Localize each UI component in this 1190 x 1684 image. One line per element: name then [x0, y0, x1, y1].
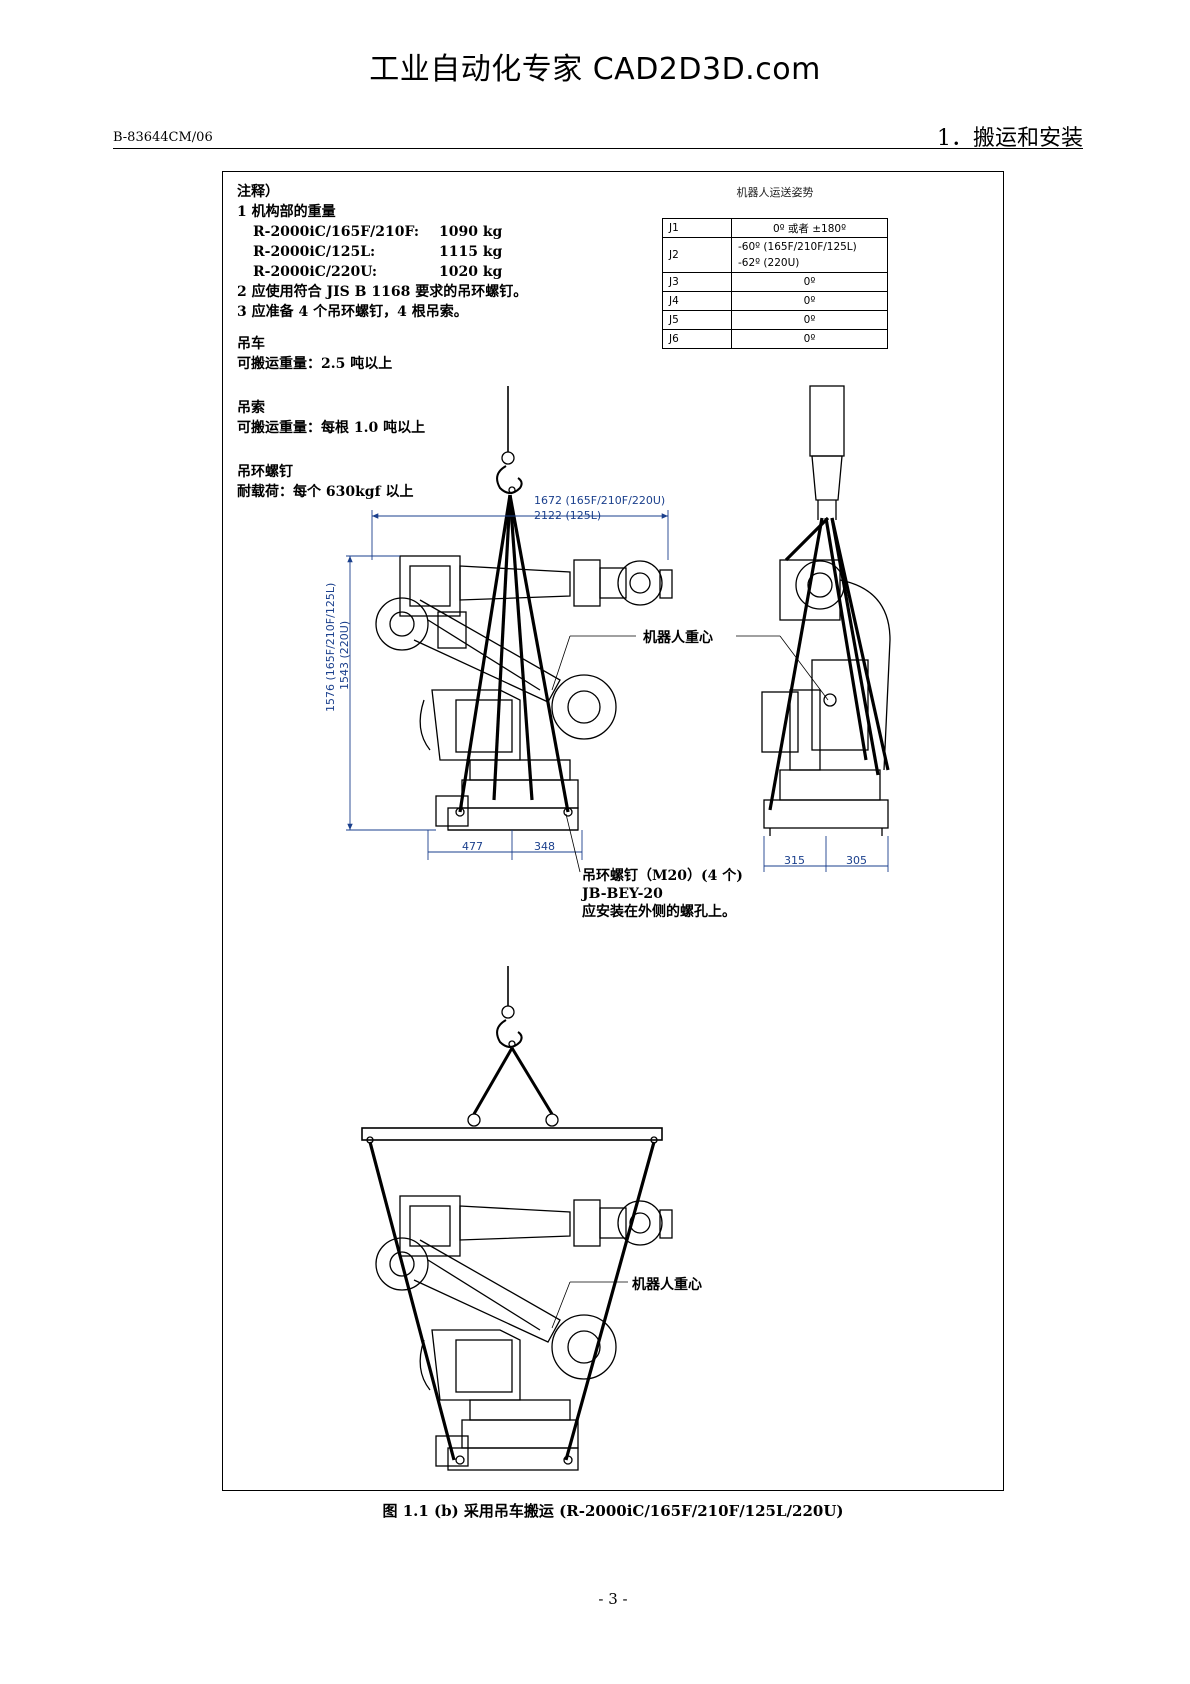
eyebolt-pointer — [565, 813, 581, 873]
front-view-robot — [375, 386, 673, 831]
weight-row: R-2000iC/220U: 1020 kg — [237, 262, 597, 282]
weight-row: R-2000iC/125L: 1115 kg — [237, 242, 597, 262]
weight-value: 1115 kg — [439, 244, 503, 260]
weight-value: 1090 kg — [439, 224, 503, 240]
table-row: J5 0º — [662, 310, 888, 330]
crane-capacity: 可搬运重量：2.5 吨以上 — [237, 356, 393, 372]
table-row: J4 0º — [662, 291, 888, 311]
dim-height-b: 1543 (220U) — [338, 621, 351, 690]
cog-label-beam: 机器人重心 — [632, 1277, 702, 1293]
base-dimension — [427, 830, 583, 860]
dim-width-b: 2122 (125L) — [534, 509, 601, 522]
weight-row: R-2000iC/165F/210F: 1090 kg — [237, 222, 597, 242]
side-view-robot — [761, 385, 891, 836]
chapter-title: 1．搬运和安装 — [937, 126, 1083, 151]
weight-model: R-2000iC/125L: — [253, 244, 376, 260]
document-id: B-83644CM/06 — [113, 130, 213, 145]
dim-side-right: 305 — [846, 854, 867, 867]
width-dimension — [371, 510, 669, 560]
figure-frame — [222, 171, 1004, 1491]
weight-model: R-2000iC/220U: — [253, 264, 378, 280]
eyebolt-line-2: JB-BEY-20 — [582, 886, 663, 902]
note-1: 1 机构部的重量 — [237, 204, 336, 220]
cog-label-front: 机器人重心 — [643, 630, 713, 646]
attitude-title: 机器人运送姿势 — [736, 186, 814, 199]
page-number: - 3 - — [598, 1590, 628, 1608]
cog-pointer — [551, 1281, 571, 1329]
table-row: J3 0º — [662, 272, 888, 292]
sling-capacity: 可搬运重量：每根 1.0 吨以上 — [237, 420, 426, 436]
height-dimension — [346, 555, 436, 831]
dim-height-a: 1576 (165F/210F/125L) — [324, 583, 337, 712]
angle-cell: 0º 或者 ±180º — [731, 218, 888, 238]
angle-cell: -60º (165F/210F/125L) -62º (220U) — [731, 237, 888, 273]
beam-view-robot — [361, 966, 673, 1471]
angle-line: -62º (220U) — [738, 257, 800, 269]
dim-base-right: 348 — [534, 840, 555, 853]
eyebolt-title: 吊环螺钉 — [237, 464, 293, 480]
note-3: 3 应准备 4 个吊环螺钉，4 根吊索。 — [237, 304, 468, 320]
header-rule — [113, 148, 1083, 149]
table-row: J2 -60º (165F/210F/125L) -62º (220U) — [662, 237, 888, 273]
attitude-table: J1 0º 或者 ±180º J2 -60º (165F/210F/125L) … — [662, 218, 888, 349]
angle-cell: 0º — [731, 329, 888, 349]
notes-block: 注释） 1 机构部的重量 R-2000iC/165F/210F: 1090 kg… — [237, 182, 597, 502]
notes-title: 注释） — [237, 184, 279, 200]
figure-caption: 图 1.1 (b) 采用吊车搬运 (R-2000iC/165F/210F/125… — [382, 1502, 844, 1520]
cog-pointer — [779, 635, 829, 701]
eyebolt-line-1: 吊环螺钉（M20）(4 个) — [582, 868, 743, 884]
dim-width-a: 1672 (165F/210F/220U) — [534, 494, 665, 507]
cog-pointer — [551, 635, 571, 691]
watermark: 工业自动化专家 CAD2D3D.com — [369, 52, 821, 87]
note-2: 2 应使用符合 JIS B 1168 要求的吊环螺钉。 — [237, 284, 528, 300]
side-dimension — [763, 836, 889, 872]
weight-model: R-2000iC/165F/210F: — [253, 224, 420, 240]
eyebolt-label: 吊环螺钉（M20）(4 个) JB-BEY-20 应安装在外侧的螺孔上。 — [582, 867, 743, 921]
axis-cell: J6 — [662, 329, 732, 349]
dim-side-left: 315 — [784, 854, 805, 867]
crane-title: 吊车 — [237, 336, 265, 352]
table-row: J6 0º — [662, 329, 888, 349]
dim-base-left: 477 — [462, 840, 483, 853]
eyebolt-load: 耐载荷：每个 630kgf 以上 — [237, 484, 414, 500]
table-row: J1 0º 或者 ±180º — [662, 218, 888, 238]
sling-title: 吊索 — [237, 400, 265, 416]
eyebolt-line-3: 应安装在外侧的螺孔上。 — [582, 904, 736, 920]
angle-line: -60º (165F/210F/125L) — [738, 241, 857, 253]
weight-value: 1020 kg — [439, 264, 503, 280]
